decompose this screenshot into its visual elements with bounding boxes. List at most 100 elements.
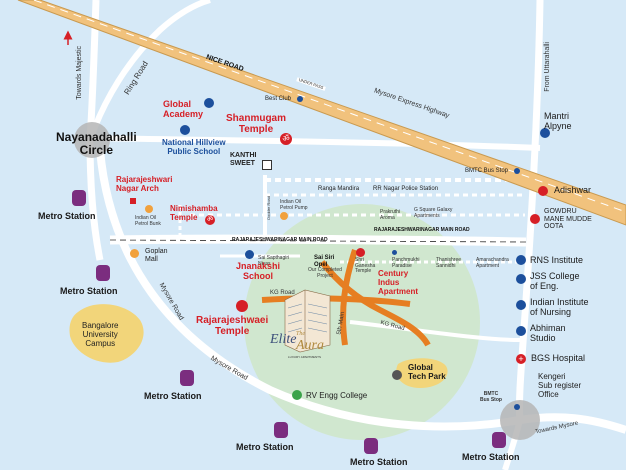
nice-road [17, 0, 626, 226]
kanthi-sweet-label: KANTHI SWEET [230, 152, 257, 167]
college-icon [292, 390, 302, 400]
om-icon: ॐ [280, 133, 292, 145]
bus-stop-icon [514, 168, 520, 174]
sai-siri-label: Sai Siri Opel [314, 255, 335, 268]
amarachandra-label: Amarachandra Apartment [476, 257, 509, 269]
bangalore-university-label: Bangalore University Campus [82, 321, 119, 348]
best-club-label: Best Club [265, 96, 292, 102]
fuel-icon [145, 205, 153, 213]
academy-icon [204, 98, 214, 108]
om-icon [236, 300, 248, 312]
food-icon [530, 214, 540, 224]
nursing-institute-label: Indian Institute of Nursing [530, 297, 589, 317]
thanishree-label: Thanishree Sannidhi [436, 257, 462, 269]
fuel-icon [280, 212, 288, 220]
adishwar-label: Adishwar [554, 185, 592, 195]
nayanadahalli-circle [74, 122, 110, 158]
metro-train-icon [96, 265, 110, 281]
nimishamba-temple-label: Nimishamba Temple [170, 204, 218, 222]
nursing-icon [516, 300, 526, 310]
rns-institute-label: RNS Institute [530, 255, 584, 265]
school-icon [245, 250, 254, 259]
metro-station-label-2: Metro Station [60, 286, 118, 296]
jnanakshi-school-label: Jnanakshi School [236, 261, 281, 281]
rr-police-label: RR Nagar Police Station [373, 186, 439, 192]
kengeri-label: Kengeri Sub register Office [538, 372, 582, 399]
rr-temple-label: Rajarajeshwaei Temple [196, 315, 269, 337]
om-icon [356, 248, 365, 257]
mall-icon [130, 249, 139, 258]
tech-park-icon [392, 370, 402, 380]
fifth-main-focus [340, 249, 358, 346]
metro-station-label-1: Metro Station [38, 211, 96, 221]
shop-icon [262, 160, 272, 170]
goplan-mall-label: Goplan Mall [145, 248, 168, 263]
institute-icon [516, 255, 526, 265]
school-icon [180, 125, 190, 135]
arch-icon [130, 198, 136, 204]
rr-main-road-label-1: RAJARAJESHWARINAGAR MAIN ROAD [232, 237, 328, 243]
mantri-alpyne-label: Mantri Alpyne [544, 111, 572, 131]
rr-main-road-label-2: RAJARAJESHWARINAGAR MAIN ROAD [374, 227, 470, 233]
diagonal-focus [319, 260, 431, 347]
elite-aura-building [284, 289, 331, 353]
the-brand: The [296, 331, 305, 337]
prakruthi-label: Prakruthi Aroma [380, 209, 401, 221]
metro-station-label-6: Metro Station [462, 452, 520, 462]
tech-park-area [396, 358, 448, 388]
doddre-road-label: Doddre Road [266, 196, 271, 220]
upper-horizontal-road [89, 135, 541, 151]
building-pin-icon [392, 250, 397, 255]
bmtc-top-label: BMTC Bus Stop [465, 168, 509, 174]
century-indus-label: Century Indus Apartment [378, 269, 419, 296]
jss-college-label: JSS College of Eng. [530, 271, 580, 291]
rr-main-road [109, 234, 527, 247]
from-uttarahalli-label: From Uttarahalli [544, 42, 551, 92]
campus-area [69, 304, 144, 363]
metro-train-icon [274, 422, 288, 438]
hospital-icon: + [516, 354, 526, 364]
bgs-hospital-label: BGS Hospital [531, 353, 586, 363]
sai-siri-sub-label: Our Completed Project [308, 267, 342, 279]
apartment-icon [540, 128, 550, 138]
location-pin-icon [297, 96, 303, 102]
kg-road-label-1: KG Road [270, 290, 295, 296]
metro-station-label-3: Metro Station [144, 391, 202, 401]
uttarahalli-road [515, 0, 544, 421]
metro-train-icon [180, 370, 194, 386]
metro-train-icon [492, 432, 506, 448]
kengeri-circle [500, 400, 540, 440]
elite-brand: Elite [270, 332, 297, 347]
global-academy-label: Global Academy [163, 99, 204, 119]
om-icon: ॐ [205, 215, 215, 225]
towards-majestic-label: Towards Majestic [76, 46, 83, 100]
bus-stop-icon [514, 404, 520, 410]
ring-road [87, 0, 211, 141]
indian-oil-bunk-label: Indian Oil Petrol Bunk [135, 215, 161, 227]
global-tech-park-label: Global Tech Park [408, 363, 446, 381]
national-hillview-label: National Hillview Public School [162, 138, 226, 156]
rr-arch-label: Rajarajeshwari Nagar Arch [116, 175, 173, 193]
college-icon [516, 274, 526, 284]
panchamukhi-label: Panchmukhi Paradise [392, 257, 420, 269]
shri-ganesha-label: Shri Ganesha Temple [355, 257, 376, 274]
gsquare-label: G Square Galaxy Apartments [414, 207, 453, 219]
bmtc-bottom-label: BMTC Bus Stop [480, 391, 502, 403]
gowdru-label: GOWDRU MANE MUDDE OOTA [544, 208, 592, 231]
metro-station-label-4: Metro Station [236, 442, 294, 452]
ranga-mandira-label: Ranga Mandira [318, 186, 360, 192]
indian-oil-pump-label: Indian Oil Petrol Pump [280, 199, 308, 211]
abhiman-studio-label: Abhiman Studio [530, 323, 566, 343]
elite-tagline: LUXURY APARTMENTS [288, 355, 321, 359]
aura-brand: Aura [296, 338, 324, 353]
rv-engg-label: RV Engg College [306, 391, 368, 400]
restaurant-icon [538, 186, 548, 196]
metro-train-icon [72, 190, 86, 206]
studio-icon [516, 326, 526, 336]
shanmugam-temple-label: Shanmugam Temple [226, 113, 287, 135]
metro-station-label-5: Metro Station [350, 457, 408, 467]
metro-train-icon [364, 438, 378, 454]
sai-sapthagiri-label: Sai Sapthagiri Nivas [258, 255, 290, 267]
